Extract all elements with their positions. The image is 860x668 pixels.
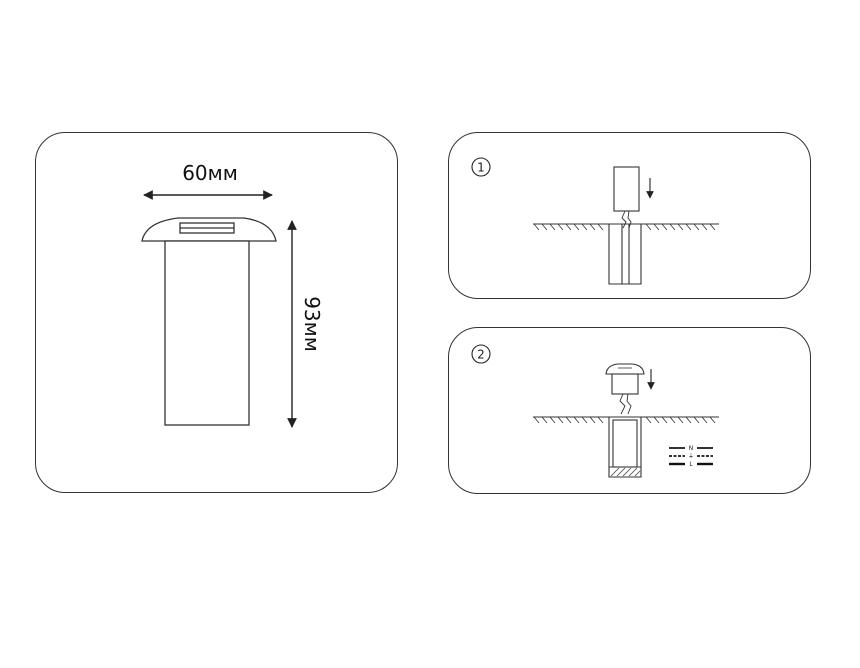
- wire-label-ground: ⏚: [688, 453, 694, 460]
- dimensions-panel: [35, 132, 398, 493]
- width-dimension: 60мм: [143, 161, 273, 200]
- ground-hatch-1: [533, 223, 716, 231]
- installed-sleeve: [612, 419, 638, 468]
- lamp-cap-small: [605, 363, 645, 375]
- lamp-side-view: [141, 217, 277, 426]
- step-2-badge: 2: [471, 344, 491, 364]
- ground-hole-2: [608, 417, 642, 478]
- lamp-cap: [141, 217, 277, 242]
- wiring-legend: N ⏚ L: [669, 445, 713, 468]
- width-label: 60мм: [182, 161, 238, 185]
- step-1-number: 1: [477, 161, 485, 175]
- mounting-sleeve: [613, 166, 640, 212]
- ground-hatch-2: [533, 416, 716, 424]
- step-1-panel: [448, 132, 811, 299]
- height-dimension: 93мм: [287, 220, 324, 428]
- sleeve-base-hatch: [610, 467, 641, 477]
- lamp-body: [164, 240, 250, 426]
- step-1-illustration: [533, 166, 719, 285]
- wire-neutral: N: [669, 445, 713, 452]
- wire-label-l: L: [689, 461, 693, 468]
- lamp-body-small: [611, 373, 639, 395]
- wire-ground: ⏚: [669, 453, 713, 460]
- ground-hole-1: [608, 224, 642, 285]
- step-1-badge: 1: [471, 157, 491, 177]
- height-label: 93мм: [300, 296, 324, 352]
- step-2-number: 2: [477, 348, 485, 362]
- step-2-illustration: [533, 363, 719, 478]
- wire-label-n: N: [689, 445, 694, 452]
- wire-live: L: [669, 461, 713, 468]
- step-2-panel: [448, 327, 811, 494]
